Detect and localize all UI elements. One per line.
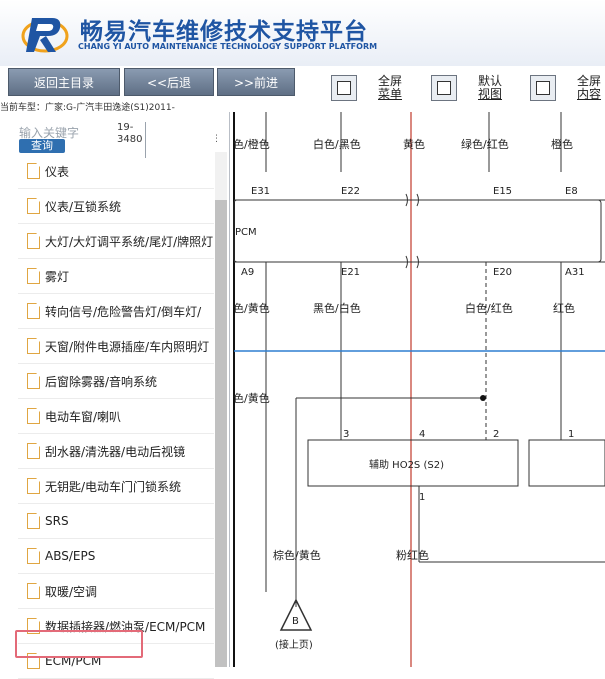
pin-label: E22 [341, 186, 360, 197]
fullscreen-content-label[interactable]: 全屏内容 [577, 74, 602, 101]
more-icon[interactable]: ⋮ [212, 134, 221, 144]
wire-color-label: 红色 [553, 301, 575, 315]
list-item[interactable]: 天窗/附件电源插座/车内照明灯 [18, 329, 214, 364]
wire-color-label: 黑色/白色 [313, 301, 361, 315]
wire-color-label: 色/黄色 [233, 391, 270, 405]
list-item[interactable]: 刮水器/清洗器/电动后视镜 [18, 434, 214, 469]
sensor-label: 辅助 HO2S (S2) [369, 458, 444, 471]
search-button[interactable]: 查询 [19, 139, 65, 153]
list-item[interactable]: 雾灯 [18, 259, 214, 294]
wire-color-label: 黄色 [403, 137, 425, 151]
document-icon [27, 163, 40, 179]
back-button[interactable]: <<后退 [124, 68, 214, 96]
sidebar-scroll-thumb[interactable] [215, 200, 227, 667]
document-icon [27, 583, 40, 599]
sidebar: 输入关键字 查询 19-3480 ⋮ 仪表 仪表/互锁系统 大灯/大灯调平系统/… [0, 112, 230, 679]
pin-label: E15 [493, 186, 512, 197]
list-item[interactable]: 转向信号/危险警告灯/倒车灯/ [18, 294, 214, 329]
fullscreen-menu-label[interactable]: 全屏菜单 [378, 74, 403, 101]
list-item[interactable]: 仪表 [18, 154, 214, 189]
back-to-main-button[interactable]: 返回主目录 [8, 68, 120, 96]
wire-color-label: 橙色 [551, 137, 573, 151]
pin-label: 2 [493, 429, 499, 440]
wire-color-label: 白色/黑色 [313, 137, 361, 151]
list-item[interactable]: 后窗除雾器/音响系统 [18, 364, 214, 399]
document-icon [27, 443, 40, 459]
list-item[interactable]: 取暖/空调 [18, 574, 214, 609]
fullscreen-menu-icon[interactable] [331, 75, 357, 101]
document-icon [27, 198, 40, 214]
document-icon [27, 478, 40, 494]
app-header: 畅易汽车维修技术支持平台 CHANG YI AUTO MAINTENANCE T… [0, 0, 605, 67]
toolbar: 返回主目录 <<后退 >>前进 全屏菜单 默认视图 全屏内容 [0, 66, 605, 104]
forward-button[interactable]: >>前进 [217, 68, 295, 96]
wire-color-label: 色/橙色 [233, 137, 270, 151]
fullscreen-content-icon[interactable] [530, 75, 556, 101]
wire-color-label: 色/黄色 [233, 301, 270, 315]
pin-label: 1 [419, 492, 425, 503]
default-view-label[interactable]: 默认视图 [478, 74, 503, 101]
document-icon [27, 373, 40, 389]
document-icon [27, 338, 40, 354]
wire-color-label: 粉红色 [396, 548, 429, 562]
brand-logo-icon [21, 18, 69, 53]
wire-color-label: 绿色/红色 [461, 137, 509, 151]
pin-label: E20 [493, 267, 512, 278]
document-icon [27, 233, 40, 249]
selected-item-highlight [15, 630, 143, 658]
wire-color-label: 棕色/黄色 [273, 548, 321, 562]
code-field[interactable]: 19-3480 [117, 122, 146, 158]
list-item[interactable]: 无钥匙/电动车门门锁系统 [18, 469, 214, 504]
pin-label: A31 [565, 267, 585, 278]
document-icon [27, 268, 40, 284]
current-vehicle: 当前车型：广家:G-广汽丰田逸途(S1)2011- [0, 103, 175, 113]
connector-triangle-icon [279, 598, 313, 631]
document-icon [27, 408, 40, 424]
pin-label: 1 [568, 429, 574, 440]
pin-label: E31 [251, 186, 270, 197]
wiring-diagram: 色/橙色 白色/黑色 黄色 绿色/红色 橙色 E31 E22 E15 E8 PC… [231, 112, 605, 667]
app-title: 畅易汽车维修技术支持平台 [80, 19, 368, 45]
document-icon [27, 303, 40, 319]
list-item[interactable]: 仪表/互锁系统 [18, 189, 214, 224]
connector-note: (接上页) [275, 638, 313, 651]
pin-label: 3 [343, 429, 349, 440]
connector-ref: B [292, 616, 299, 627]
list-item[interactable]: 大灯/大灯调平系统/尾灯/牌照灯 [18, 224, 214, 259]
wiring-diagram-svg: 色/橙色 白色/黑色 黄色 绿色/红色 橙色 E31 E22 E15 E8 PC… [233, 112, 605, 667]
list-item[interactable]: ABS/EPS [18, 539, 214, 574]
default-view-icon[interactable] [431, 75, 457, 101]
list-item[interactable]: 电动车窗/喇叭 [18, 399, 214, 434]
pin-label: E8 [565, 186, 578, 197]
wire-color-label: 白色/红色 [465, 301, 513, 315]
app-subtitle: CHANG YI AUTO MAINTENANCE TECHNOLOGY SUP… [78, 42, 378, 51]
module-label: PCM [235, 227, 257, 238]
pin-label: E21 [341, 267, 360, 278]
document-icon [27, 548, 40, 564]
list-item[interactable]: SRS [18, 504, 214, 539]
component-list: 仪表 仪表/互锁系统 大灯/大灯调平系统/尾灯/牌照灯 雾灯 转向信号/危险警告… [18, 154, 214, 679]
search-input[interactable]: 输入关键字 [19, 126, 80, 140]
pin-label: 4 [419, 429, 425, 440]
document-icon [27, 513, 40, 529]
pin-label: A9 [241, 267, 254, 278]
